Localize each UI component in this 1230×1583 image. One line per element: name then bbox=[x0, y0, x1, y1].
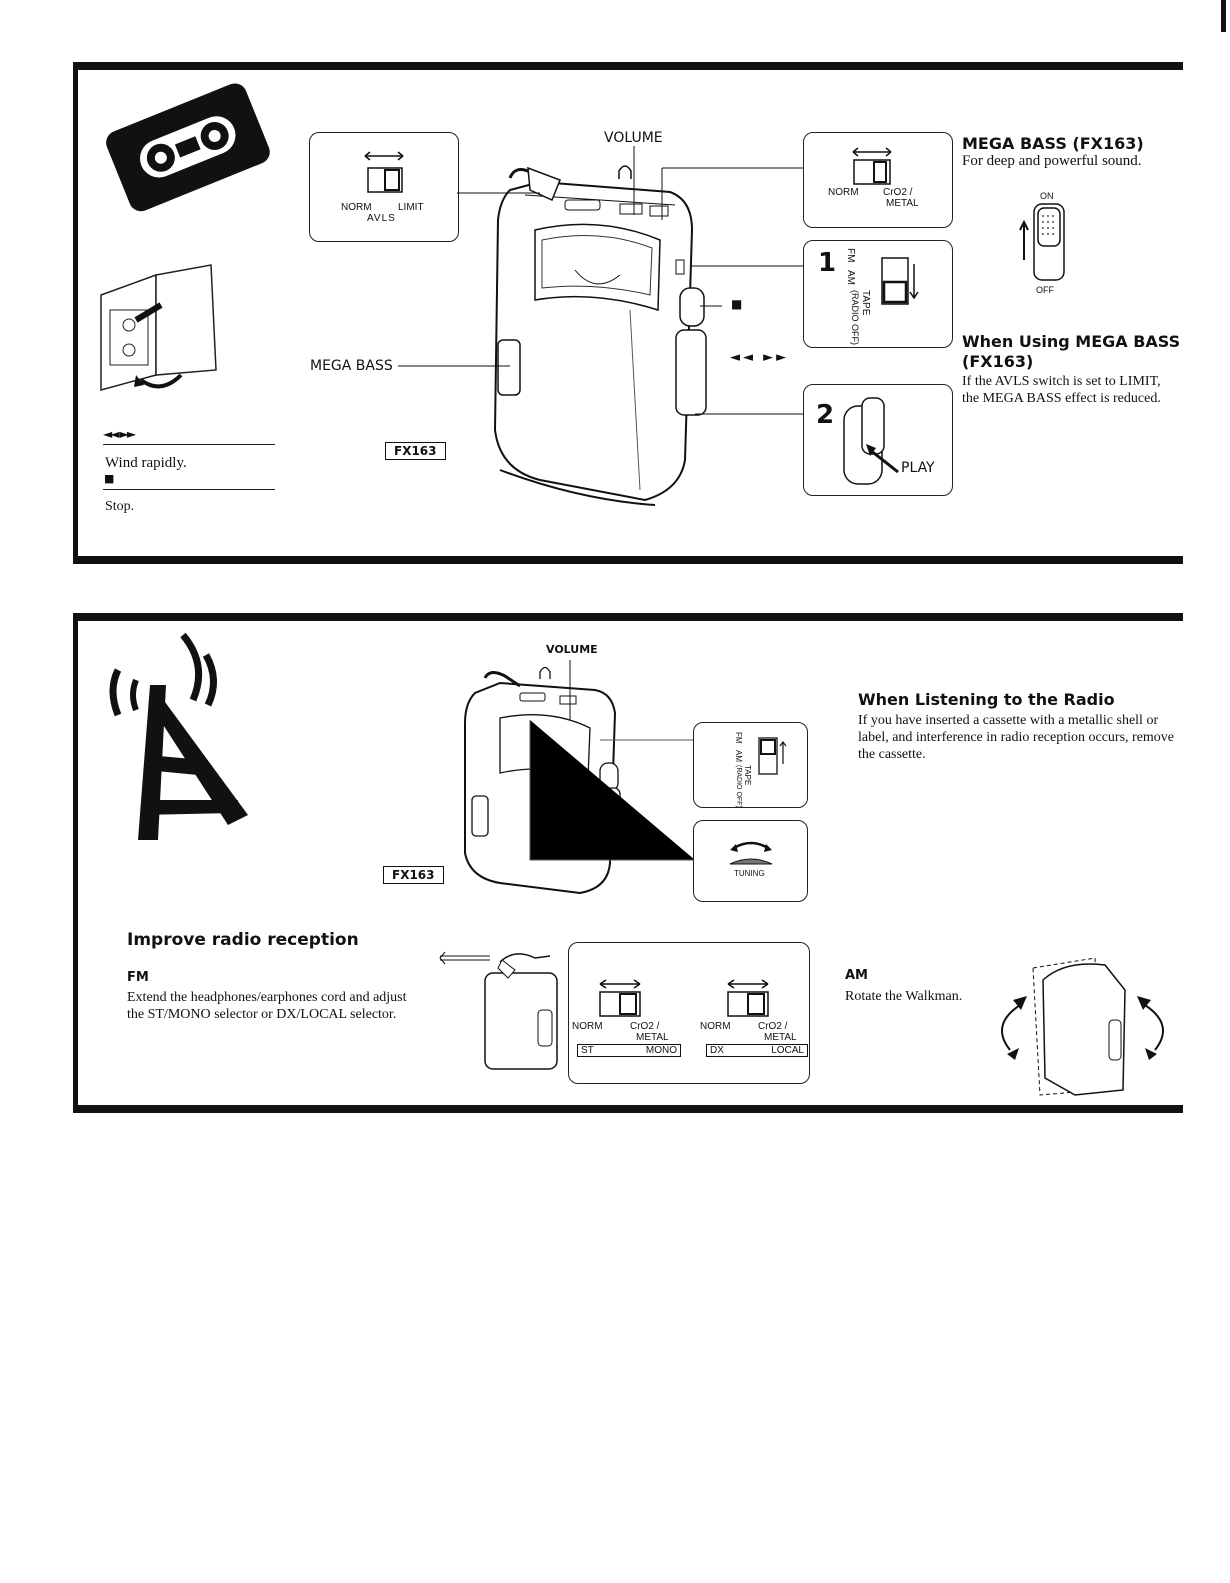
using-mega-bass-text: If the AVLS switch is set to LIMIT, the … bbox=[962, 374, 1161, 406]
mega-bass-switch-icon bbox=[1019, 203, 1065, 281]
right-selector-slider-icon bbox=[727, 979, 769, 1017]
tuning-dial-icon bbox=[729, 841, 773, 865]
right-selector-metal: METAL bbox=[764, 1032, 797, 1043]
wind-button-symbol: ◄◄ ►► bbox=[730, 350, 790, 365]
tape-model-badge: FX163 bbox=[385, 442, 446, 460]
right-selector-crom: CrO2 / bbox=[758, 1021, 788, 1032]
cassette-icon bbox=[106, 83, 270, 212]
headphone-icon bbox=[618, 165, 632, 179]
walkman-side-illustration bbox=[439, 951, 558, 1070]
radio-function-switch-box bbox=[693, 722, 808, 808]
listening-radio-text: If you have inserted a cassette with a m… bbox=[858, 713, 1175, 762]
stop-button-symbol: ■ bbox=[731, 297, 743, 311]
tape-type-crom-label: CrO2 / bbox=[883, 187, 913, 198]
tuning-label: TUNING bbox=[734, 869, 765, 878]
mega-bass-title: MEGA BASS (FX163) bbox=[962, 134, 1144, 153]
radio-volume-label: VOLUME bbox=[546, 643, 598, 656]
listening-radio-title: When Listening to the Radio bbox=[858, 690, 1115, 709]
am-text: Rotate the Walkman. bbox=[845, 989, 963, 1004]
radio-radio-off-label: (RADIO OFF) bbox=[735, 765, 742, 808]
local-label: LOCAL bbox=[771, 1045, 804, 1056]
function-switch-box bbox=[803, 240, 953, 348]
stop-rule bbox=[103, 489, 275, 490]
radio-tower-icon bbox=[109, 632, 248, 840]
improve-reception-title: Improve radio reception bbox=[127, 930, 359, 950]
mega-bass-label: MEGA BASS bbox=[310, 358, 393, 374]
tape-section-left-border bbox=[73, 62, 78, 564]
dx-local-selector-label: DX LOCAL bbox=[706, 1044, 808, 1057]
st-label: ST bbox=[581, 1045, 594, 1056]
avls-name-label: AVLS bbox=[367, 213, 396, 224]
avls-slider-icon bbox=[364, 151, 404, 193]
radio-headphone-icon bbox=[539, 666, 551, 679]
right-selector-norm: NORM bbox=[700, 1021, 731, 1032]
radio-fm-label: FM bbox=[734, 732, 743, 744]
fm-title: FM bbox=[127, 970, 149, 985]
radio-function-slider-icon bbox=[758, 737, 787, 775]
step-2-number: 2 bbox=[816, 400, 835, 430]
mega-bass-off-label: OFF bbox=[1036, 285, 1054, 295]
tape-type-metal-label: METAL bbox=[886, 198, 919, 209]
radio-section-top-border bbox=[73, 613, 1183, 621]
using-mega-bass-title-line2: (FX163) bbox=[962, 352, 1034, 371]
step-1-number: 1 bbox=[818, 248, 837, 278]
radio-callout-lines bbox=[529, 660, 695, 861]
tape-volume-label: VOLUME bbox=[604, 130, 663, 146]
mega-bass-text: For deep and powerful sound. bbox=[962, 153, 1142, 169]
tape-type-norm-label: NORM bbox=[828, 187, 859, 198]
radio-model-badge: FX163 bbox=[383, 866, 444, 884]
am-title: AM bbox=[845, 968, 868, 983]
left-selector-metal: METAL bbox=[636, 1032, 669, 1043]
using-mega-bass-title-line1: When Using MEGA BASS bbox=[962, 332, 1181, 351]
wind-text: Wind rapidly. bbox=[105, 455, 187, 471]
fm-text: Extend the headphones/earphones cord and… bbox=[127, 990, 407, 1022]
avls-limit-label: LIMIT bbox=[398, 202, 424, 213]
radio-section-bottom-border bbox=[73, 1105, 1183, 1113]
tape-callout-lines bbox=[398, 146, 806, 415]
mega-bass-on-label: ON bbox=[1040, 191, 1054, 201]
walkman-tape-illustration bbox=[493, 166, 707, 506]
cassette-loading-illustration bbox=[100, 264, 217, 391]
page-edge-mark bbox=[1221, 0, 1226, 32]
dx-label: DX bbox=[710, 1045, 724, 1056]
st-mono-selector-label: ST MONO bbox=[577, 1044, 681, 1057]
radio-section-left-border bbox=[73, 613, 78, 1113]
walkman-rotate-illustration bbox=[1001, 957, 1164, 1096]
tape-type-slider-icon bbox=[852, 147, 892, 185]
mono-label: MONO bbox=[645, 1045, 677, 1056]
left-selector-norm: NORM bbox=[572, 1021, 603, 1032]
tape-section-top-border bbox=[73, 62, 1183, 70]
play-button-icon bbox=[843, 397, 899, 485]
wind-rule bbox=[103, 444, 275, 445]
function-slider-icon bbox=[881, 257, 919, 305]
avls-norm-label: NORM bbox=[341, 202, 372, 213]
stop-symbol-heading: ■ bbox=[104, 472, 115, 485]
left-selector-crom: CrO2 / bbox=[630, 1021, 660, 1032]
tape-section-bottom-border bbox=[73, 556, 1183, 564]
left-selector-slider-icon bbox=[599, 979, 641, 1017]
radio-am-label: AM bbox=[734, 750, 743, 762]
wind-symbol-heading: ◄◄ ►► bbox=[103, 427, 136, 441]
stop-text: Stop. bbox=[105, 499, 135, 514]
play-label: PLAY bbox=[901, 460, 935, 476]
